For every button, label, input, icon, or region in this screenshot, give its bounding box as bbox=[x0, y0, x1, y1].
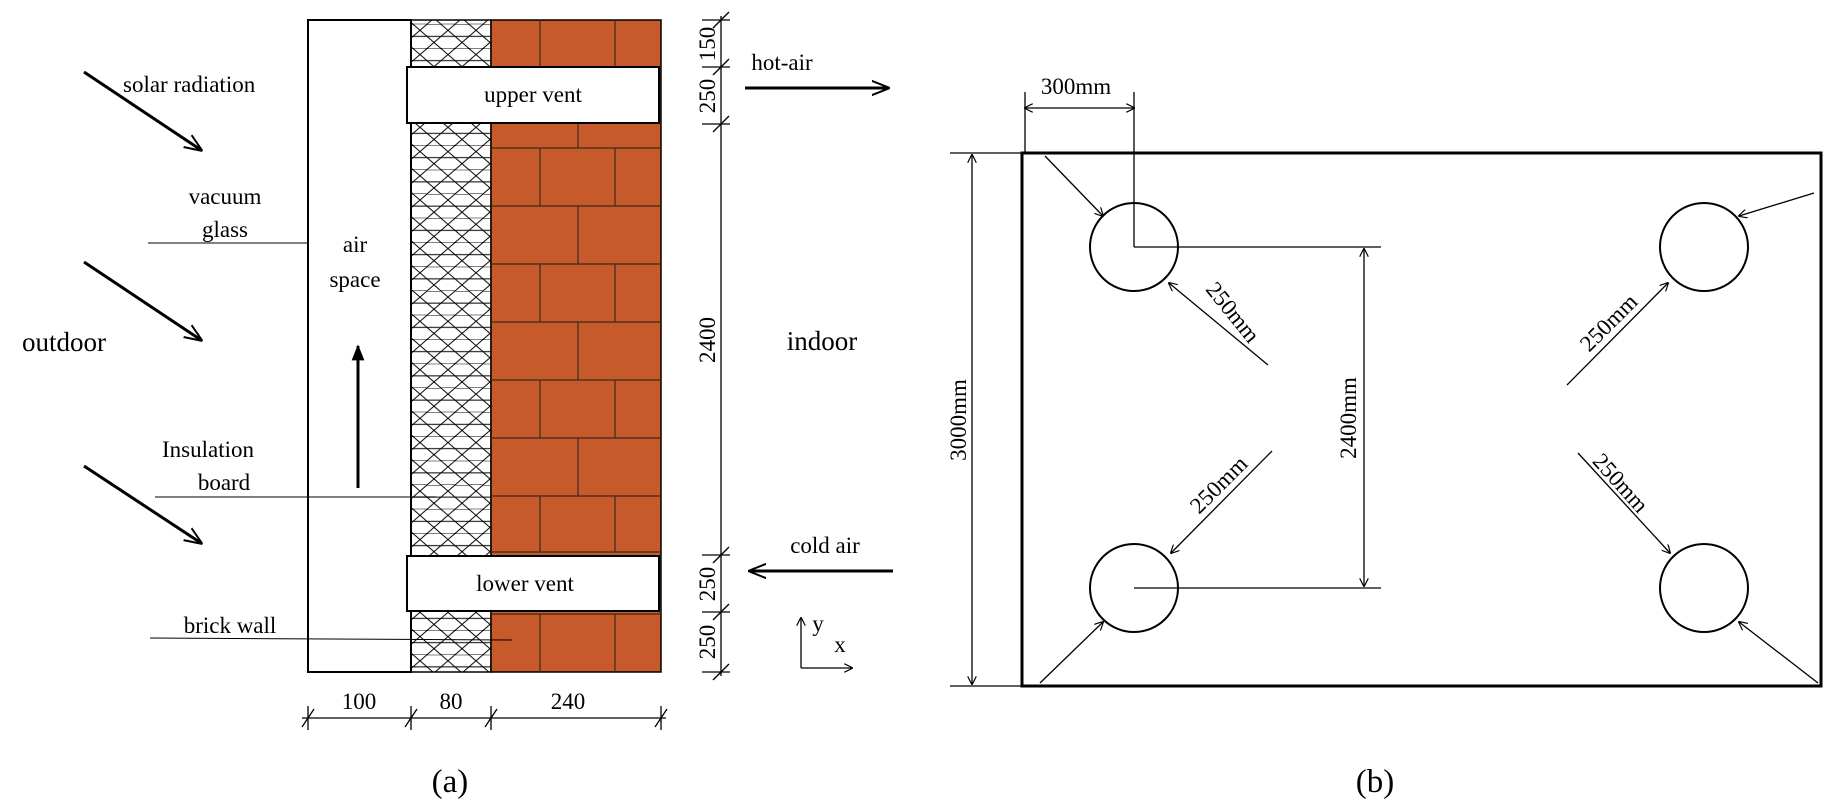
lower-vent bbox=[406, 555, 660, 612]
dim-300mm-lines bbox=[1025, 92, 1134, 247]
axis-icon bbox=[801, 618, 852, 668]
dim-2400mm-lines bbox=[1134, 246, 1381, 589]
panel-b: 250mm 250mm 250mm 250mm 300mm 3000mm 240… bbox=[946, 74, 1823, 800]
dim-2400mm: 2400mm bbox=[1336, 377, 1361, 459]
air-label: air bbox=[343, 232, 368, 257]
dim-250mm-2: 250mm bbox=[1575, 289, 1642, 356]
dim-3000mm: 3000mm bbox=[946, 379, 971, 461]
upper-vent bbox=[406, 66, 660, 124]
vent-top-right bbox=[1659, 202, 1749, 292]
insulation-label: Insulation bbox=[162, 437, 254, 462]
indoor-label: indoor bbox=[787, 326, 858, 356]
axis-y-label: y bbox=[812, 611, 824, 636]
lower-vent-label: lower vent bbox=[476, 571, 574, 596]
dim-250mm-4: 250mm bbox=[1588, 449, 1654, 518]
dim-150: 150 bbox=[695, 27, 720, 62]
corner-arrows bbox=[1039, 155, 1819, 684]
solar-arrow-3 bbox=[83, 464, 201, 543]
dim-100: 100 bbox=[342, 689, 377, 714]
dim-250-top: 250 bbox=[695, 79, 720, 114]
brick-wall-label: brick wall bbox=[184, 613, 277, 638]
caption-b: (b) bbox=[1356, 764, 1394, 800]
outdoor-label: outdoor bbox=[22, 327, 106, 357]
caption-a: (a) bbox=[432, 764, 469, 800]
solar-arrow-1 bbox=[83, 70, 201, 150]
solar-arrow-2 bbox=[83, 260, 201, 340]
horizontal-dimension bbox=[301, 706, 668, 730]
board-label: board bbox=[198, 470, 251, 495]
dim-250-bot: 250 bbox=[695, 625, 720, 660]
dim-250-mid: 250 bbox=[695, 567, 720, 602]
hot-air-label: hot-air bbox=[751, 50, 813, 75]
axis-x-label: x bbox=[834, 632, 846, 657]
dim-2400: 2400 bbox=[695, 317, 720, 363]
upper-vent-label: upper vent bbox=[484, 82, 582, 107]
panel-a: upper vent lower vent air space solar ra… bbox=[22, 11, 893, 800]
solar-arrows bbox=[83, 70, 201, 543]
glass-label: glass bbox=[202, 217, 248, 242]
dim-80: 80 bbox=[440, 689, 463, 714]
dim-250mm-3: 250mm bbox=[1185, 451, 1252, 518]
space-label: space bbox=[329, 267, 380, 292]
vertical-dimension bbox=[702, 11, 730, 681]
vacuum-label: vacuum bbox=[189, 184, 262, 209]
dim-250mm-1: 250mm bbox=[1201, 277, 1265, 347]
wall-outline bbox=[1020, 151, 1823, 688]
dim-240: 240 bbox=[551, 689, 586, 714]
dim-3000mm-lines bbox=[950, 152, 1022, 687]
vent-bottom-right bbox=[1659, 543, 1749, 633]
solar-radiation-label: solar radiation bbox=[123, 72, 256, 97]
dim-300mm: 300mm bbox=[1041, 74, 1111, 99]
cold-air-label: cold air bbox=[790, 533, 860, 558]
brick-wall-leader bbox=[149, 637, 513, 641]
diameter-pointers bbox=[1169, 283, 1670, 553]
